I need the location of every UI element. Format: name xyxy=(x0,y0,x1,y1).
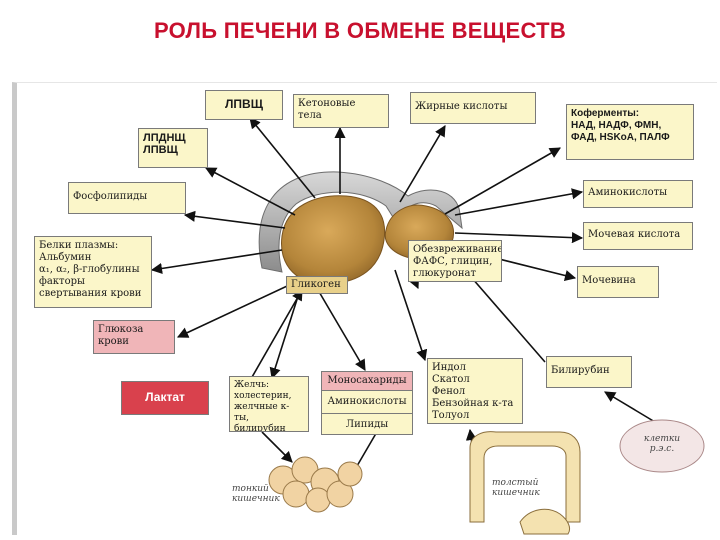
box-blood-glucose: Глюкоза крови xyxy=(93,320,175,354)
label-small-intestine: тонкий кишечник xyxy=(232,484,280,504)
box-phospholipids: Фосфолипиды xyxy=(68,182,186,214)
flow-arrows xyxy=(150,117,661,487)
box-bilirubin: Билирубин xyxy=(546,356,632,388)
box-amino-acids-mid: Аминокислоты xyxy=(322,390,412,413)
large-intestine xyxy=(469,431,581,535)
box-fatty-acids: Жирные кислоты xyxy=(410,92,536,124)
box-ketone-bodies: Кетоновые тела xyxy=(293,94,389,128)
box-amino-acids-right: Аминокислоты xyxy=(583,180,693,208)
label-large-intestine: толстый кишечник xyxy=(492,478,540,498)
box-lpvshch: ЛПВЩ xyxy=(205,90,283,120)
box-uric-acid: Мочевая кислота xyxy=(583,222,693,250)
box-bile: Желчь: холестерин, желчные к-ты, билируб… xyxy=(229,376,309,432)
box-absorbed-nutrients: Моносахариды Аминокислоты Липиды xyxy=(321,371,413,435)
small-intestine xyxy=(268,456,363,513)
box-lpdnshch-lpvshch: ЛПДНЩ ЛПВЩ xyxy=(138,128,208,168)
box-neutralization: Обезвреживание ФАФС, глицин, глюкуронат xyxy=(408,240,502,282)
page-title: РОЛЬ ПЕЧЕНИ В ОБМЕНЕ ВЕЩЕСТВ xyxy=(153,18,567,43)
box-urea: Мочевина xyxy=(577,266,659,298)
box-monosaccharides: Моносахариды xyxy=(322,372,412,390)
res-cells-blob xyxy=(619,419,705,473)
box-plasma-proteins: Белки плазмы: Альбумин α₁, α₂, β-глобули… xyxy=(34,236,152,308)
box-glycogen: Гликоген xyxy=(286,276,348,294)
liver-right-lobe xyxy=(281,195,386,285)
liver-capsule xyxy=(258,171,463,273)
box-lipids: Липиды xyxy=(322,413,412,434)
box-lactate: Лактат xyxy=(121,381,209,415)
box-coenzymes: Коферменты: НАД, НАДФ, ФМН, ФАД, HSKoA, … xyxy=(566,104,694,160)
label-res-cells: клетки р.э.с. xyxy=(643,434,681,454)
box-indole-group: Индол Скатол Фенол Бензойная к-та Толуол xyxy=(427,358,523,424)
